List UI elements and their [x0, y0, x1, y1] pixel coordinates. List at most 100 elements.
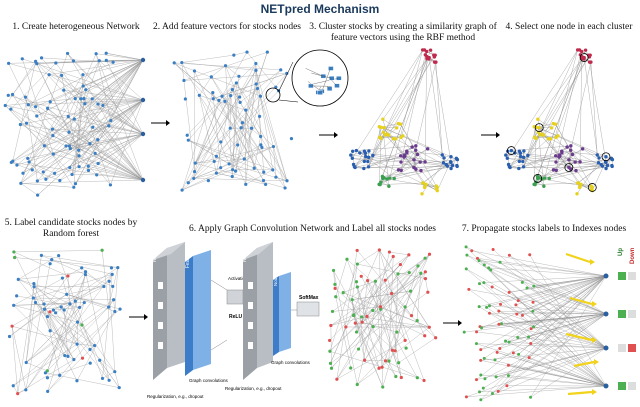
- network-node: [257, 114, 262, 119]
- cluster-node: [576, 181, 580, 185]
- gcn-softmax-label: SoftMax: [299, 295, 319, 301]
- network-node: [58, 373, 62, 377]
- cluster-node: [589, 184, 594, 188]
- network-node: [351, 313, 356, 318]
- cluster-node: [420, 192, 424, 196]
- stock-node: [30, 168, 34, 172]
- stock-node: [511, 351, 515, 355]
- network-node: [60, 276, 65, 280]
- propagation-arrow: [565, 252, 591, 264]
- cluster-node: [422, 185, 427, 190]
- stock-node: [479, 373, 483, 377]
- cluster-node: [423, 160, 427, 164]
- propagation-arrow: [573, 360, 595, 368]
- cluster-node: [362, 149, 367, 153]
- network-node: [397, 361, 401, 365]
- network-node: [371, 325, 375, 329]
- stock-node: [34, 59, 38, 64]
- stock-node: [462, 330, 466, 334]
- cluster-node: [534, 136, 538, 141]
- network-node: [252, 166, 256, 170]
- network-node: [83, 272, 88, 277]
- stock-node: [71, 59, 76, 63]
- cluster-node: [604, 166, 608, 171]
- network-node: [42, 307, 47, 311]
- panel-gcn-architecture: Nodes Features Activation function ReLU …: [147, 242, 320, 399]
- cluster-node: [509, 148, 514, 153]
- network-node: [427, 325, 431, 329]
- network-node: [408, 289, 413, 293]
- arrow-6-to-7: [443, 320, 462, 326]
- network-node: [238, 95, 242, 99]
- network-node: [73, 299, 77, 303]
- network-node: [214, 154, 219, 158]
- cluster-node: [567, 158, 571, 162]
- network-node: [229, 93, 233, 98]
- stock-node: [464, 267, 468, 271]
- network-node: [344, 325, 348, 329]
- cluster-node: [428, 48, 433, 52]
- network-node: [116, 265, 120, 270]
- network-node: [271, 144, 276, 149]
- cluster-node: [434, 187, 439, 191]
- stock-node: [84, 88, 88, 92]
- stock-node: [21, 171, 25, 175]
- cluster-node: [351, 149, 355, 153]
- network-node: [110, 272, 114, 276]
- cluster-node: [414, 144, 418, 148]
- cluster-node: [517, 159, 522, 164]
- stock-node: [6, 93, 10, 97]
- stock-node: [465, 253, 469, 257]
- selected-node-ring: [506, 146, 516, 155]
- stock-node: [19, 181, 23, 185]
- network-node: [209, 75, 213, 79]
- stock-node: [54, 61, 58, 65]
- cluster-node: [414, 167, 418, 171]
- network-node: [43, 371, 48, 375]
- network-node: [380, 365, 384, 369]
- network-node: [415, 376, 419, 380]
- cluster-node: [600, 164, 605, 168]
- stock-node: [479, 358, 483, 362]
- cluster-node: [381, 130, 386, 134]
- stock-node: [516, 299, 520, 303]
- stock-node: [77, 148, 81, 152]
- cluster-node: [610, 163, 614, 168]
- stock-node: [83, 102, 87, 106]
- network-node: [39, 253, 44, 257]
- cluster-node: [421, 181, 425, 185]
- step-7-label: 7. Propagate stocks labels to Indexes no…: [461, 224, 627, 234]
- stock-node: [96, 161, 100, 166]
- cluster-node: [505, 156, 510, 160]
- cluster-node: [556, 134, 560, 138]
- cluster-node: [588, 53, 592, 57]
- network-node: [65, 292, 69, 296]
- cluster-node: [424, 49, 429, 54]
- propagation-arrowhead: [592, 389, 597, 395]
- cluster-node: [388, 176, 392, 180]
- stock-node: [77, 165, 81, 169]
- stock-node: [477, 259, 481, 263]
- panel-selected-nodes: [504, 48, 615, 196]
- network-node: [239, 126, 243, 130]
- stock-node: [79, 97, 83, 101]
- network-node: [88, 361, 92, 365]
- network-node: [219, 166, 223, 170]
- network-node: [230, 88, 235, 92]
- cluster-node: [542, 133, 546, 137]
- stock-node: [464, 245, 468, 249]
- cluster-node: [546, 137, 551, 141]
- stock-node: [65, 51, 70, 56]
- stock-node: [64, 144, 68, 148]
- network-node: [182, 78, 186, 83]
- stock-node: [48, 100, 52, 104]
- zoom-magnifier: [291, 49, 349, 107]
- network-node: [245, 50, 249, 54]
- network-node: [223, 99, 227, 104]
- network-node: [334, 295, 338, 299]
- stock-node: [107, 124, 111, 128]
- cluster-node: [441, 161, 446, 165]
- stock-node: [10, 92, 15, 97]
- stock-node: [514, 303, 518, 307]
- stock-node: [72, 117, 76, 121]
